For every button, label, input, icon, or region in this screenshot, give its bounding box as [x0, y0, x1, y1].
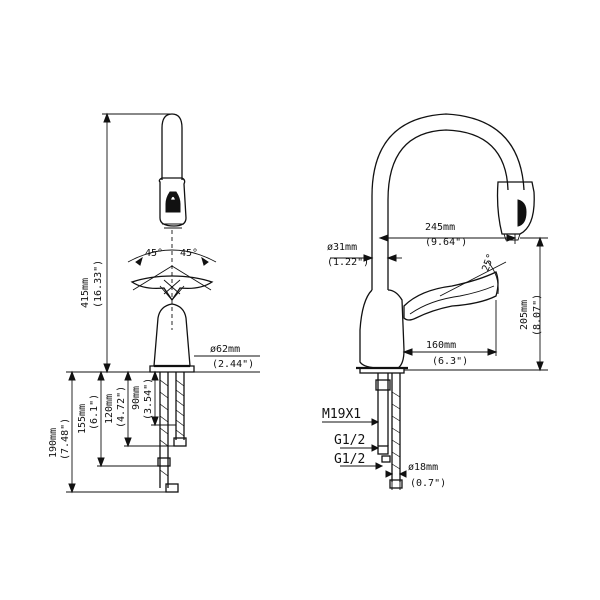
spout-height-in: (8.07") [532, 294, 543, 336]
base-diameter-mm: ø62mm [210, 344, 240, 355]
height-total-in: (16.33") [93, 260, 104, 308]
side-handle [403, 271, 499, 321]
reach-mm: 245mm [425, 222, 455, 233]
front-spray-head [158, 177, 187, 227]
depth-120-mm: 120mm [104, 394, 115, 424]
side-view: ø31mm (1.22") 245mm (9.64") 205mm (8.07"… [322, 113, 548, 490]
depth-155-mm: 155mm [77, 404, 88, 434]
depth-190-mm: 190mm [48, 428, 59, 458]
reach-in: (9.64") [425, 237, 467, 248]
height-total-mm: 415mm [80, 278, 91, 308]
side-spray-button-icon [517, 199, 527, 227]
hose-diameter-in: (0.7") [410, 478, 446, 489]
spray-button-icon [165, 191, 181, 213]
side-spray-head [496, 181, 535, 235]
depth-90-mm: 90mm [131, 386, 142, 410]
spout-diameter-mm: ø31mm [327, 242, 357, 253]
spout-height-mm: 205mm [519, 300, 530, 330]
depth-190-in: (7.48") [60, 418, 71, 460]
angle-left-label: 45° [145, 248, 163, 259]
thread-g1-label: G1/2 [334, 433, 365, 448]
depth-90-in: (3.54") [143, 378, 154, 420]
thread-m19-label: M19X1 [322, 407, 361, 422]
depth-120-in: (4.72") [116, 386, 127, 428]
hose-diameter-mm: ø18mm [408, 462, 438, 473]
front-body [153, 303, 191, 367]
handle-angle-label: 25° [480, 252, 497, 273]
base-diameter-in: (2.44") [212, 359, 254, 370]
handle-length-mm: 160mm [426, 340, 456, 351]
handle-length-in: (6.3") [432, 356, 468, 367]
thread-g2-label: G1/2 [334, 452, 365, 467]
depth-155-in: (6.1") [89, 394, 100, 430]
front-handle [130, 275, 214, 302]
side-body [359, 289, 405, 369]
angle-right-label: 45° [180, 248, 198, 259]
angle-arc [127, 249, 217, 263]
spout-diameter-in: (1.22") [327, 257, 369, 268]
front-spout-outline [161, 113, 183, 180]
front-view: 415mm (16.33") 45° 45° ø62mm (2.44") 190… [48, 112, 260, 494]
side-spout-outline [371, 113, 525, 290]
